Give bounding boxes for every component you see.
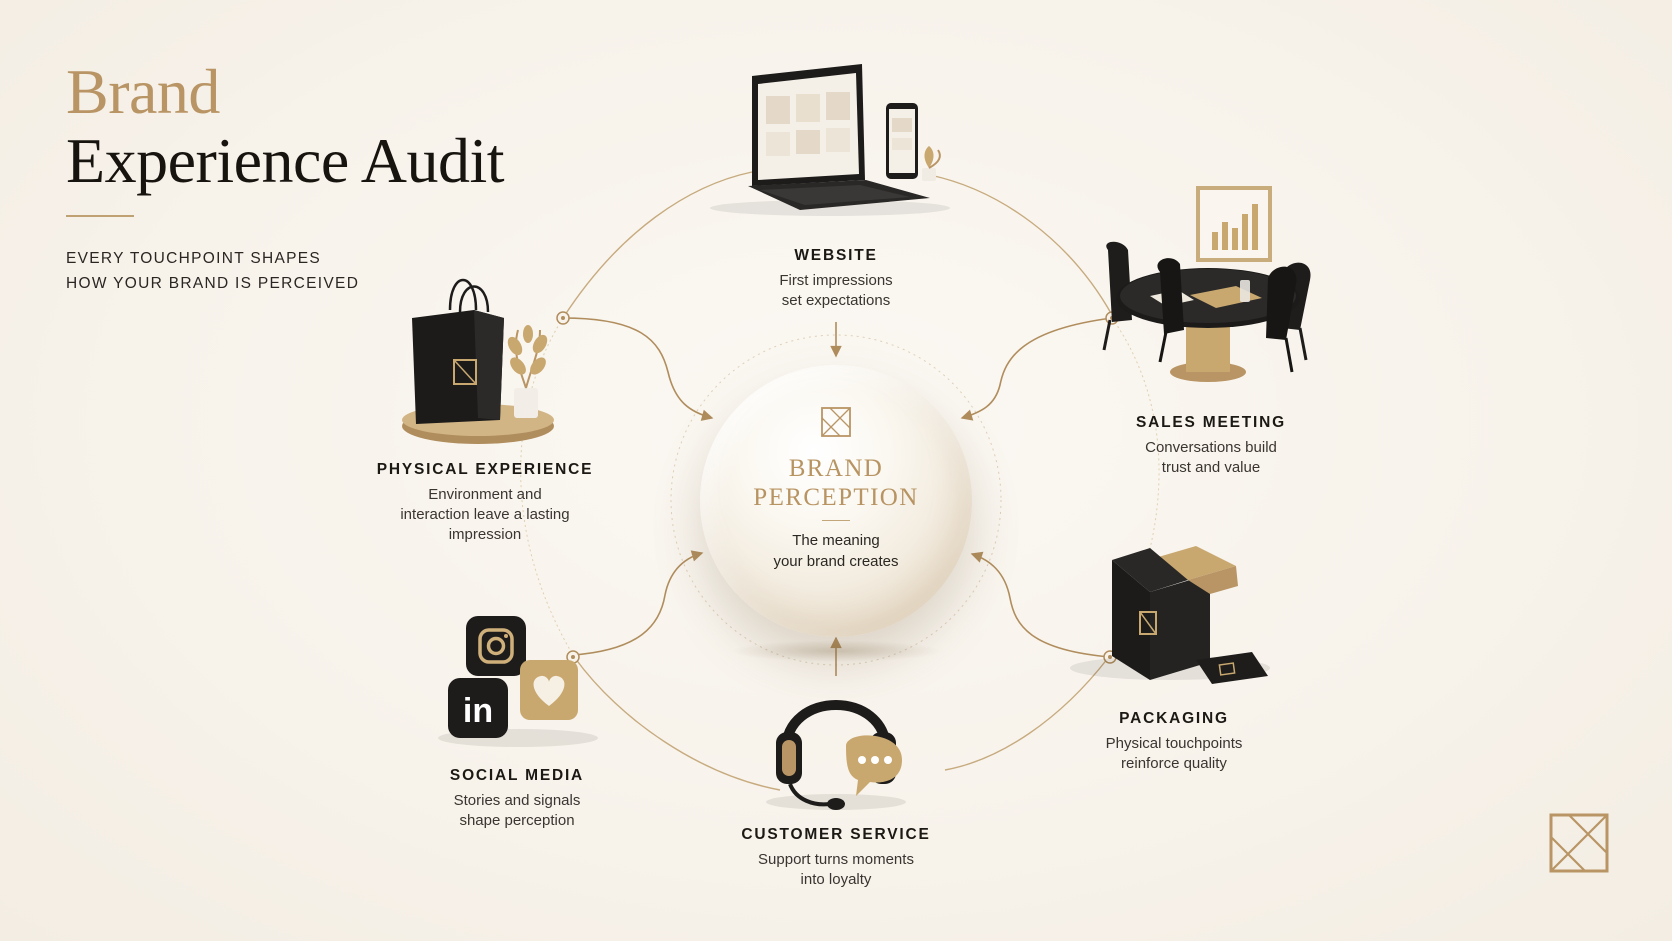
- laptop-phone-icon: [710, 64, 950, 216]
- touchpoint-physical-experience: PHYSICAL EXPERIENCE Environment and inte…: [377, 461, 594, 545]
- center-title: BRAND PERCEPTION: [753, 455, 919, 511]
- touchpoint-website: WEBSITE First impressions set expectatio…: [779, 247, 892, 311]
- title-line-audit: Experience Audit: [66, 125, 505, 196]
- brand-logo-icon: [821, 407, 851, 437]
- touchpoint-description: Physical touchpoints reinforce quality: [1105, 735, 1243, 772]
- corner-brand-logo-icon: [1549, 813, 1609, 873]
- touchpoint-description: Conversations build trust and value: [1145, 439, 1277, 476]
- gift-box-icon: [1070, 546, 1270, 684]
- touchpoint-title: SOCIAL MEDIA: [449, 767, 585, 784]
- touchpoint-social-media: SOCIAL MEDIA Stories and signals shape p…: [450, 767, 584, 831]
- center-description: The meaning your brand creates: [773, 532, 899, 570]
- touchpoint-title: WEBSITE: [794, 247, 878, 264]
- touchpoint-description: Stories and signals shape perception: [453, 792, 581, 829]
- touchpoint-customer-service: CUSTOMER SERVICE Support turns moments i…: [741, 826, 930, 890]
- page-subtitle: EVERY TOUCHPOINT SHAPES HOW YOUR BRAND I…: [66, 246, 426, 296]
- orb-shadow: [730, 640, 942, 662]
- meeting-table-icon: [1102, 186, 1311, 382]
- touchpoint-description: Support turns moments into loyalty: [758, 851, 914, 888]
- subtitle-line-1: EVERY TOUCHPOINT SHAPES: [66, 250, 322, 267]
- touchpoint-packaging: PACKAGING Physical touchpoints reinforce…: [1106, 710, 1243, 774]
- shopping-bag-icon: [402, 278, 554, 444]
- center-divider: [822, 520, 850, 521]
- touchpoint-title: PHYSICAL EXPERIENCE: [376, 461, 594, 478]
- touchpoint-sales-meeting: SALES MEETING Conversations build trust …: [1136, 414, 1286, 478]
- touchpoint-title: SALES MEETING: [1136, 414, 1286, 431]
- touchpoint-description: First impressions set expectations: [779, 272, 893, 309]
- headset-chat-icon: [766, 700, 906, 810]
- touchpoint-title: PACKAGING: [1119, 710, 1229, 727]
- title-divider: [66, 215, 134, 217]
- touchpoint-title: CUSTOMER SERVICE: [741, 826, 931, 843]
- title-line-brand: Brand: [66, 56, 220, 127]
- social-icons-icon: in: [438, 616, 598, 747]
- svg-text:in: in: [463, 692, 493, 730]
- brand-perception-orb: [700, 365, 972, 637]
- page-title: Brand Experience Audit: [66, 56, 505, 196]
- touchpoint-description: Environment and interaction leave a last…: [400, 486, 570, 543]
- subtitle-line-2: HOW YOUR BRAND IS PERCEIVED: [66, 275, 360, 292]
